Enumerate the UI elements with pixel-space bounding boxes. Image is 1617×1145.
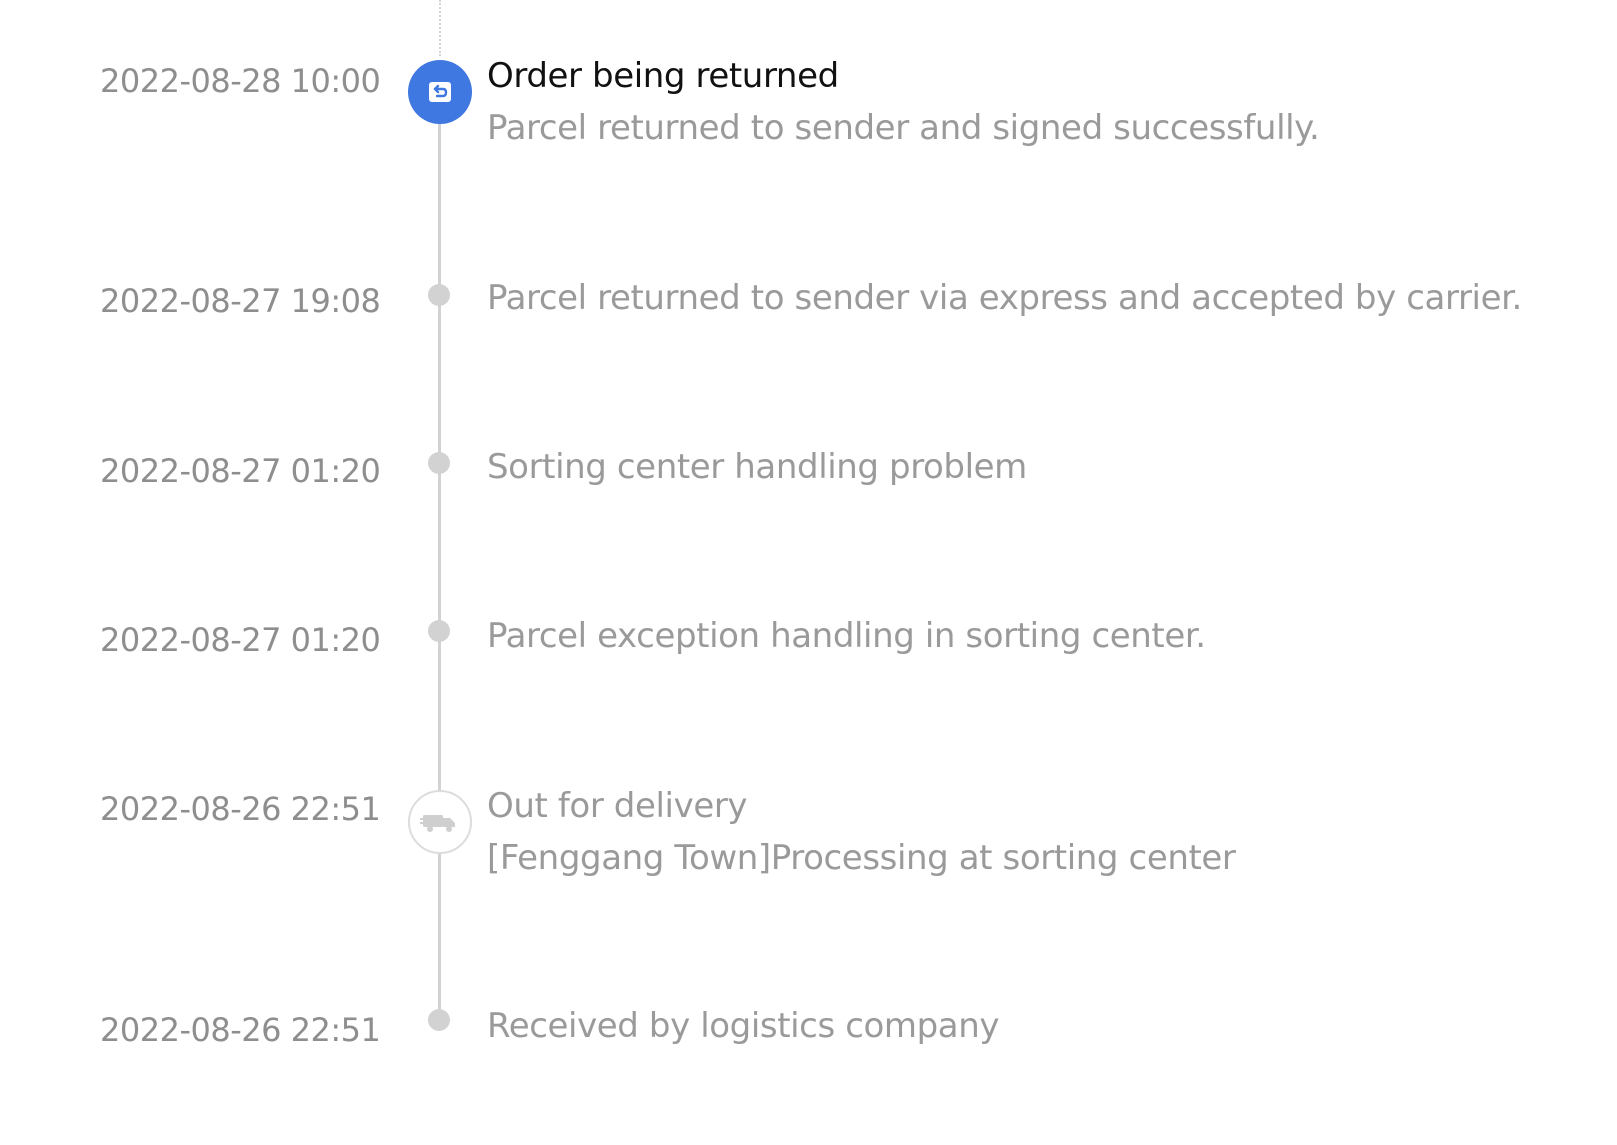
truck-icon: [420, 815, 455, 832]
event-timestamp: 2022-08-27 01:20: [100, 621, 381, 659]
return-status-badge: [408, 60, 472, 124]
timeline-dot: [428, 1009, 450, 1031]
timeline-dot: [428, 620, 450, 642]
timeline-connector-top: [439, 0, 441, 56]
event-timestamp: 2022-08-28 10:00: [100, 62, 381, 100]
event-description: Parcel exception handling in sorting cen…: [487, 616, 1206, 656]
event-description: Sorting center handling problem: [487, 447, 1027, 487]
event-timestamp: 2022-08-27 19:08: [100, 282, 381, 320]
return-icon: [429, 82, 451, 102]
event-timestamp: 2022-08-26 22:51: [100, 790, 381, 828]
event-timestamp: 2022-08-26 22:51: [100, 1011, 381, 1049]
delivery-status-badge: [408, 790, 472, 854]
event-timestamp: 2022-08-27 01:20: [100, 452, 381, 490]
timeline-dot: [428, 452, 450, 474]
event-title: Order being returned: [487, 56, 839, 96]
event-description: [Fenggang Town]Processing at sorting cen…: [487, 838, 1236, 878]
event-description: Parcel returned to sender and signed suc…: [487, 108, 1320, 148]
timeline-rail: [438, 118, 441, 1030]
timeline-dot: [428, 284, 450, 306]
event-description: Received by logistics company: [487, 1006, 1000, 1046]
event-description: Parcel returned to sender via express an…: [487, 278, 1522, 318]
event-title: Out for delivery: [487, 786, 748, 826]
